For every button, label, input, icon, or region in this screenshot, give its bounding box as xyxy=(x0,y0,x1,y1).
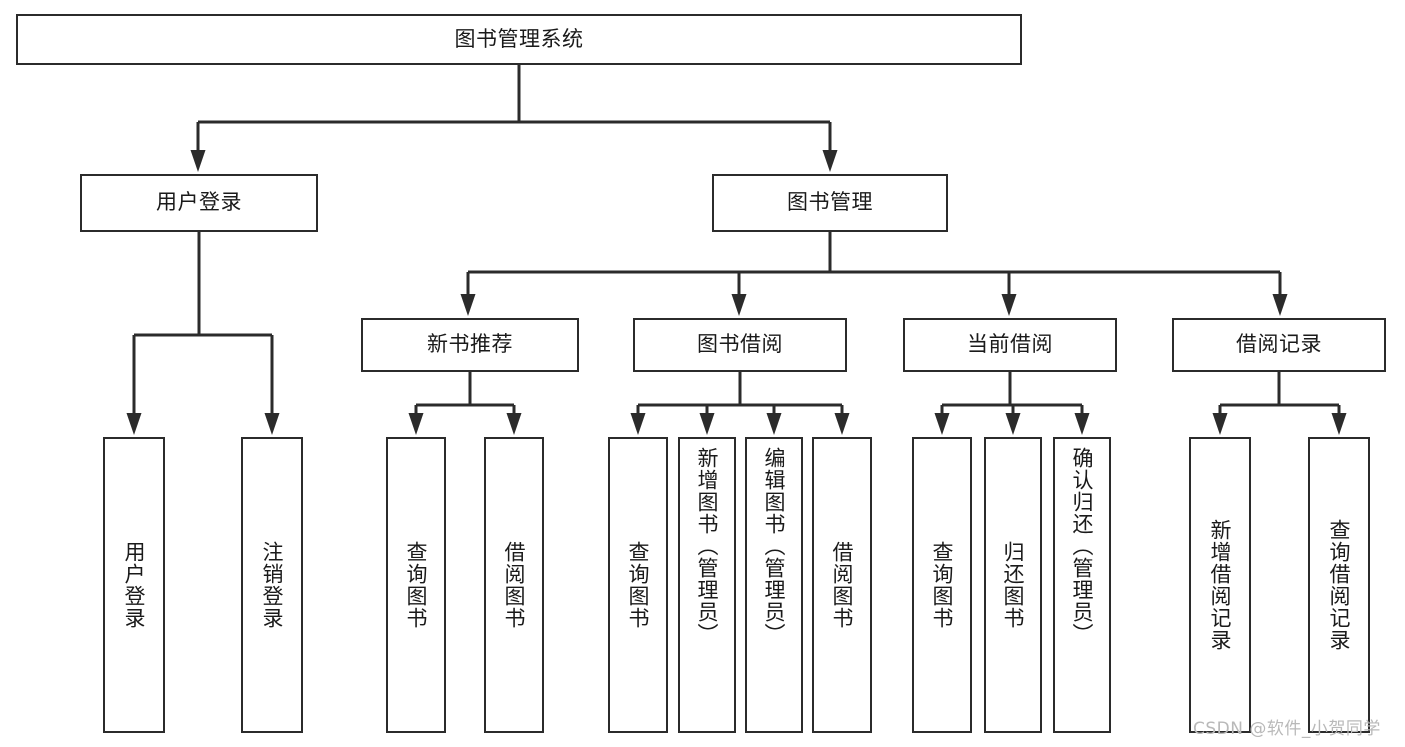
arrowhead-current-to-query xyxy=(934,413,950,435)
arrowhead-book-to-newbook xyxy=(460,294,476,316)
node-leaf-b-edit[interactable]: 编辑图书（管理员） xyxy=(745,437,803,733)
node-label-leaf-r-query: 查询借阅记录 xyxy=(1327,519,1352,651)
node-label-leaf-new-query: 查询图书 xyxy=(404,541,429,629)
arrowhead-borrow-to-query xyxy=(630,413,646,435)
node-l2-current[interactable]: 当前借阅 xyxy=(903,318,1117,372)
watermark-text: CSDN @软件_小贺同学 xyxy=(1193,719,1381,739)
arrowhead-root-to-user xyxy=(190,150,206,172)
node-label-leaf-c-query: 查询图书 xyxy=(930,541,955,629)
node-label-l2-borrow: 图书借阅 xyxy=(697,332,783,357)
node-leaf-c-query[interactable]: 查询图书 xyxy=(912,437,972,733)
node-label-leaf-c-confirm: 确认归还（管理员） xyxy=(1070,447,1095,645)
node-l2-record[interactable]: 借阅记录 xyxy=(1172,318,1386,372)
node-label-leaf-c-return: 归还图书 xyxy=(1001,541,1026,629)
node-label-l2-current: 当前借阅 xyxy=(967,332,1053,357)
arrowhead-user-to-login xyxy=(126,413,142,435)
arrowhead-current-to-return xyxy=(1005,413,1021,435)
arrowhead-root-to-book xyxy=(822,150,838,172)
arrowhead-borrow-to-lend xyxy=(834,413,850,435)
node-label-l1-user: 用户登录 xyxy=(156,190,242,215)
node-leaf-new-query[interactable]: 查询图书 xyxy=(386,437,446,733)
arrowhead-newbook-to-query xyxy=(408,413,424,435)
node-label-leaf-r-add: 新增借阅记录 xyxy=(1208,519,1233,651)
node-root[interactable]: 图书管理系统 xyxy=(16,14,1022,65)
arrowhead-book-to-record xyxy=(1272,294,1288,316)
arrowhead-borrow-to-add xyxy=(699,413,715,435)
arrowhead-user-to-logout xyxy=(264,413,280,435)
node-leaf-user-login[interactable]: 用户登录 xyxy=(103,437,165,733)
node-l2-borrow[interactable]: 图书借阅 xyxy=(633,318,847,372)
node-leaf-b-query[interactable]: 查询图书 xyxy=(608,437,668,733)
node-label-leaf-new-borrow: 借阅图书 xyxy=(502,541,527,629)
node-label-leaf-user-logout: 注销登录 xyxy=(260,541,285,629)
node-label-l1-book: 图书管理 xyxy=(787,190,873,215)
arrowhead-record-to-query xyxy=(1331,413,1347,435)
node-label-l2-newbook: 新书推荐 xyxy=(427,332,513,357)
node-label-l2-record: 借阅记录 xyxy=(1236,332,1322,357)
node-l1-user[interactable]: 用户登录 xyxy=(80,174,318,232)
node-l2-newbook[interactable]: 新书推荐 xyxy=(361,318,579,372)
connector-group xyxy=(126,65,1347,435)
arrowhead-book-to-borrow xyxy=(731,294,747,316)
arrowhead-record-to-add xyxy=(1212,413,1228,435)
node-leaf-c-return[interactable]: 归还图书 xyxy=(984,437,1042,733)
node-l1-book[interactable]: 图书管理 xyxy=(712,174,948,232)
node-leaf-new-borrow[interactable]: 借阅图书 xyxy=(484,437,544,733)
node-label-leaf-user-login: 用户登录 xyxy=(122,541,147,629)
node-label-leaf-b-edit: 编辑图书（管理员） xyxy=(762,447,787,645)
node-leaf-user-logout[interactable]: 注销登录 xyxy=(241,437,303,733)
arrowhead-borrow-to-edit xyxy=(766,413,782,435)
node-leaf-r-add[interactable]: 新增借阅记录 xyxy=(1189,437,1251,733)
node-label-leaf-b-lend: 借阅图书 xyxy=(830,541,855,629)
node-label-root: 图书管理系统 xyxy=(454,26,584,51)
node-label-leaf-b-add: 新增图书（管理员） xyxy=(695,447,720,645)
node-label-leaf-b-query: 查询图书 xyxy=(626,541,651,629)
node-leaf-b-add[interactable]: 新增图书（管理员） xyxy=(678,437,736,733)
arrowhead-current-to-confirm xyxy=(1074,413,1090,435)
arrowhead-book-to-current xyxy=(1001,294,1017,316)
arrowhead-newbook-to-borrow xyxy=(506,413,522,435)
node-leaf-r-query[interactable]: 查询借阅记录 xyxy=(1308,437,1370,733)
node-leaf-b-lend[interactable]: 借阅图书 xyxy=(812,437,872,733)
node-leaf-c-confirm[interactable]: 确认归还（管理员） xyxy=(1053,437,1111,733)
